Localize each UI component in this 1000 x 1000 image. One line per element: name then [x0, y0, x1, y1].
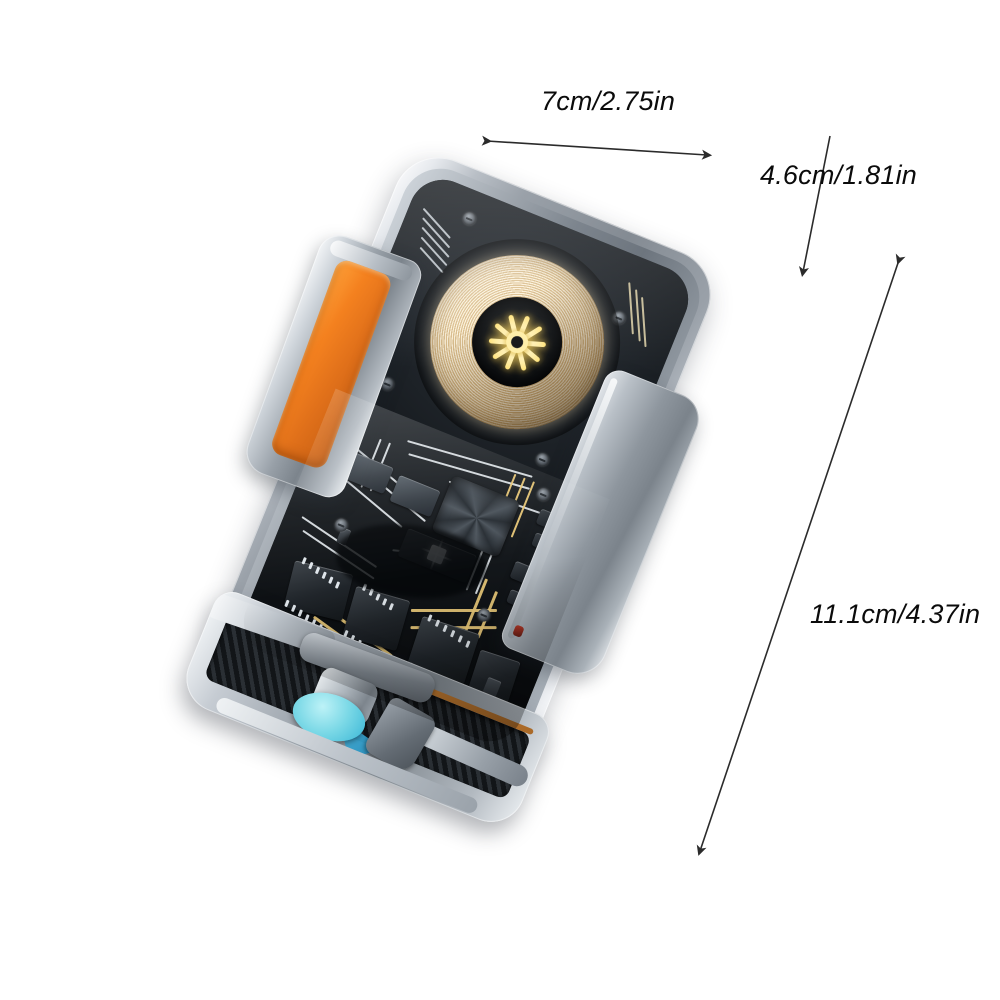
height-dimension-label: 11.1cm/4.37in: [810, 599, 981, 629]
sun-emblem-icon: [474, 299, 561, 386]
screw-icon: [534, 486, 552, 504]
chip: [389, 474, 441, 518]
wireless-car-charger-mount: [156, 111, 770, 833]
depth-dimension-label: 4.6cm/1.81in: [760, 160, 917, 190]
depth-dimension-line: [798, 135, 831, 278]
screw-icon: [533, 451, 551, 469]
width-dimension-line: [481, 135, 713, 160]
width-dimension-label: 7cm/2.75in: [541, 86, 676, 116]
